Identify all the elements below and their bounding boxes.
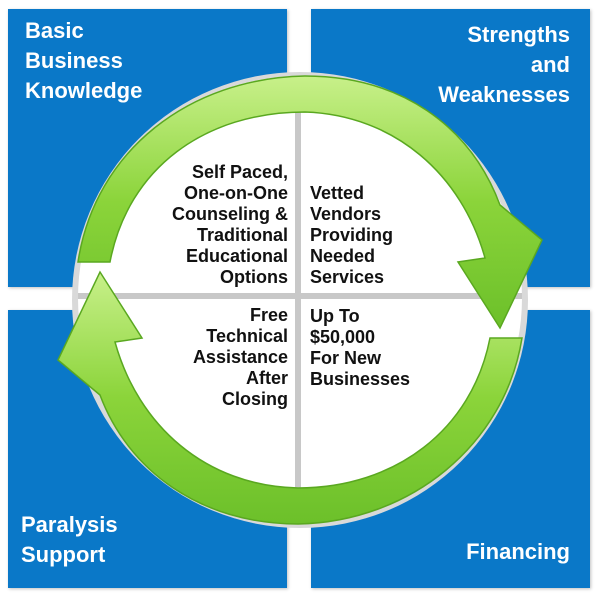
center-line: Educational — [185, 246, 288, 266]
center-line: Vendors — [310, 204, 382, 224]
center-line: Needed — [310, 246, 376, 266]
label-line: Strengths — [467, 22, 570, 47]
label-line: Knowledge — [25, 78, 143, 103]
center-line: Self Paced, — [191, 162, 288, 182]
label-line: Business — [25, 48, 123, 73]
center-line: Vetted — [310, 183, 365, 203]
center-text-counseling: Self Paced, One-on-One Counseling & Trad… — [172, 162, 288, 288]
label-line: Basic — [25, 18, 84, 43]
center-line: Providing — [310, 225, 394, 245]
label-financing: Financing — [466, 537, 570, 567]
center-text-financing-amount: Up To $50,000 For New Businesses — [310, 306, 410, 390]
center-line: Traditional — [196, 225, 288, 245]
center-line: For New — [310, 348, 382, 368]
center-line: Businesses — [310, 369, 411, 389]
center-line: Technical — [206, 326, 288, 346]
center-text-technical-assistance: Free Technical Assistance After Closing — [193, 305, 288, 410]
center-line: Services — [310, 267, 385, 287]
circular-arrow-bottom-icon — [57, 270, 523, 525]
label-strengths-and-weaknesses: Strengths and Weaknesses — [438, 20, 570, 110]
center-line: Options — [220, 267, 288, 287]
label-line: Paralysis — [21, 512, 118, 537]
center-line: Free — [249, 305, 288, 325]
circular-arrow-top-icon — [77, 75, 543, 330]
label-basic-business-knowledge: Basic Business Knowledge — [25, 16, 142, 106]
center-line: Closing — [222, 389, 288, 409]
center-line: $50,000 — [310, 327, 376, 347]
label-line: Support — [21, 542, 106, 567]
center-line: Up To — [310, 306, 360, 326]
label-line: Weaknesses — [438, 82, 570, 107]
center-line: After — [245, 368, 288, 388]
center-line: Counseling & — [172, 204, 288, 224]
label-line: and — [530, 52, 570, 77]
label-paralysis-support: Paralysis Support — [21, 510, 118, 570]
center-text-vendors: Vetted Vendors Providing Needed Services — [310, 183, 393, 288]
center-line: One-on-One — [184, 183, 288, 203]
center-line: Assistance — [192, 347, 288, 367]
label-line: Financing — [466, 539, 570, 564]
